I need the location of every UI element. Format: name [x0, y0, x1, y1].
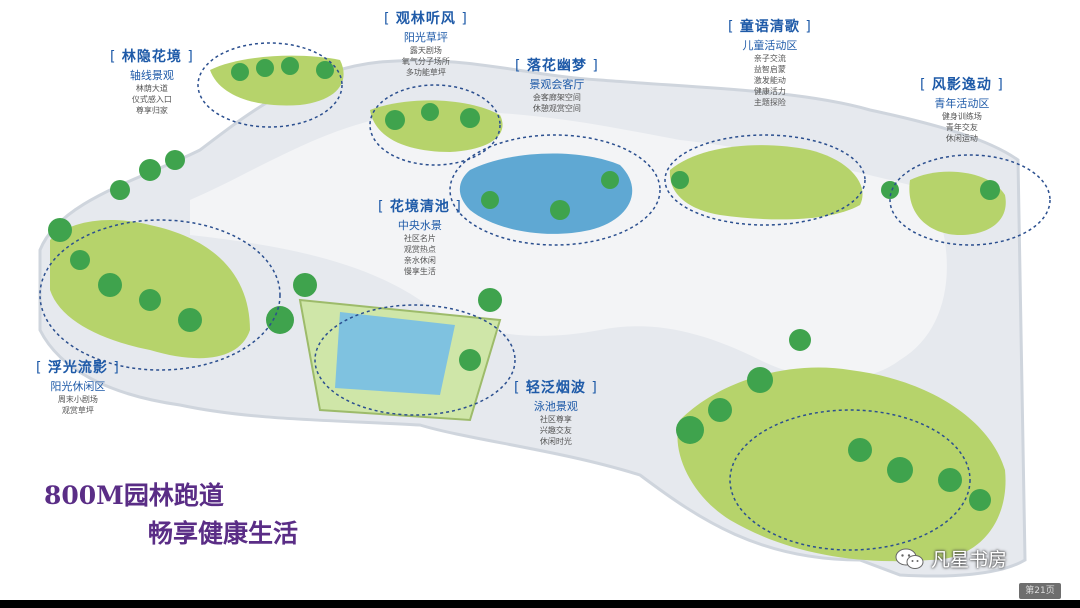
zone-subtitle: 儿童活动区	[742, 39, 798, 52]
watermark: 凡星书房	[895, 545, 1007, 572]
zone-feature: 健康活力	[753, 87, 786, 96]
zone-feature: 休闲运动	[945, 134, 978, 143]
zone-label-huajing: 花境清池 中央水景 社区名片 观赏热点 亲水休闲 慢享生活	[378, 196, 462, 277]
zone-feature: 林荫大道	[135, 84, 168, 93]
zone-label-tongyu: 童语清歌 儿童活动区 亲子交流 益智启蒙 激发能动 健康活力 主题探险	[728, 16, 812, 108]
zone-label-luohua: 落花幽梦 景观会客厅 会客廊架空间 休憩观赏空间	[515, 55, 599, 114]
zone-subtitle: 轴线景观	[129, 69, 174, 82]
zone-outline-linyin	[197, 42, 343, 128]
zone-outline-fengying	[889, 154, 1051, 246]
zone-feature: 兴趣交友	[539, 426, 572, 435]
zone-outline-huajing	[449, 134, 661, 246]
zone-subtitle: 景观会客厅	[529, 78, 585, 91]
tree-group	[48, 57, 1000, 511]
zone-subtitle: 青年活动区	[934, 97, 990, 110]
zone-feature: 休憩观赏空间	[532, 104, 581, 113]
zone-feature: 仪式感入口	[131, 95, 172, 104]
zone-subtitle: 阳光草坪	[403, 31, 448, 44]
watermark-text: 凡星书房	[931, 549, 1008, 571]
lawn-kids	[669, 145, 863, 220]
zone-feature: 健身训练场	[941, 112, 982, 121]
slogan: 800M园林跑道 畅享健康生活	[44, 476, 298, 550]
zone-feature: 尊享归家	[135, 106, 168, 115]
zone-feature: 社区名片	[403, 234, 436, 243]
zone-feature: 主题探险	[753, 98, 786, 107]
zone-label-linyin: 林隐花境 轴线景观 林荫大道 仪式感入口 尊享归家	[110, 46, 194, 116]
zone-outline-qingfan	[314, 304, 516, 416]
zone-feature: 会客廊架空间	[532, 93, 581, 102]
zone-title: 落花幽梦	[515, 55, 599, 75]
zone-title: 童语清歌	[728, 16, 812, 36]
page-number: 第21页	[1019, 583, 1061, 599]
zone-title: 风影逸动	[920, 74, 1004, 94]
zone-title: 浮光流影	[36, 357, 120, 377]
zone-feature: 多功能草坪	[405, 68, 446, 77]
central-pond	[459, 153, 633, 234]
slogan-line-2: 畅享健康生活	[148, 519, 299, 548]
lawn-southeast	[677, 367, 1006, 562]
zone-feature: 露天剧场	[409, 46, 442, 55]
zone-label-qingfan: 轻泛烟波 泳池景观 社区尊享 兴趣交友 休闲时光	[514, 377, 598, 447]
zone-title: 观林听风	[384, 8, 468, 28]
slogan-line-1: 800M园林跑道	[44, 481, 224, 510]
zone-subtitle: 中央水景	[397, 219, 442, 232]
zone-outline-southeast	[729, 409, 971, 551]
zone-feature: 氧气分子场所	[401, 57, 450, 66]
zone-feature: 社区尊享	[539, 415, 572, 424]
zone-outline-group	[39, 42, 1051, 551]
zone-feature: 青年交友	[945, 123, 978, 132]
zone-label-fuguang: 浮光流影 阳光休闲区 周末小剧场 观赏草坪	[36, 357, 120, 416]
zone-title: 林隐花境	[110, 46, 194, 66]
zone-feature: 观赏热点	[403, 245, 436, 254]
zone-title: 花境清池	[378, 196, 462, 216]
bottom-bar	[0, 600, 1080, 608]
zone-feature: 激发能动	[753, 76, 786, 85]
zone-feature: 益智启蒙	[753, 65, 786, 74]
zone-feature: 观赏草坪	[61, 406, 94, 415]
zone-feature: 慢享生活	[403, 267, 436, 276]
zone-feature: 休闲时光	[539, 437, 572, 446]
zone-outline-guanlin	[369, 84, 501, 166]
zone-feature: 周末小剧场	[57, 395, 98, 404]
zone-label-guanlin: 观林听风 阳光草坪 露天剧场 氧气分子场所 多功能草坪	[384, 8, 468, 78]
zone-label-fengying: 风影逸动 青年活动区 健身训练场 青年交友 休闲运动	[920, 74, 1004, 144]
wechat-icon	[895, 548, 924, 569]
zone-outline-tongyu	[664, 134, 866, 226]
zone-title: 轻泛烟波	[514, 377, 598, 397]
zone-subtitle: 阳光休闲区	[50, 380, 106, 393]
zone-feature: 亲水休闲	[403, 256, 436, 265]
zone-subtitle: 泳池景观	[533, 400, 578, 413]
zone-outline-fuguang	[39, 219, 281, 371]
swimming-pool	[335, 312, 455, 395]
zone-feature: 亲子交流	[753, 54, 786, 63]
